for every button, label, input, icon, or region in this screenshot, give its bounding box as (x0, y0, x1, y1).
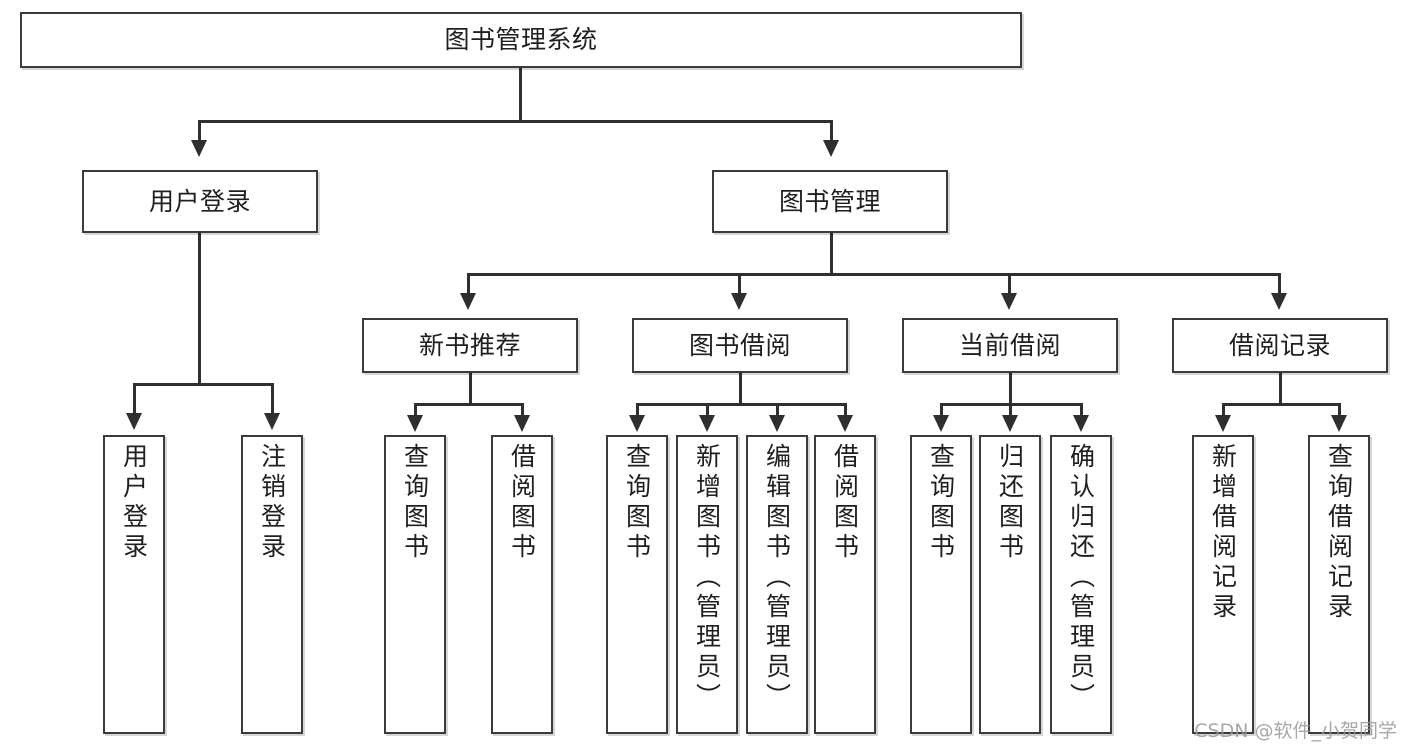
arrowhead-to-logout (264, 413, 280, 430)
connector-borrow-record-drop-1 (1222, 403, 1225, 417)
leaf-query-book-newbook[interactable]: 查询图书 (384, 435, 446, 734)
node-label: 图书管理系统 (444, 25, 598, 55)
connector-borrow-record-stem (1279, 373, 1282, 405)
arrowhead-to-edit-book (769, 415, 785, 432)
leaf-query-book-borrow[interactable]: 查询图书 (606, 435, 668, 734)
node-label: 新书推荐 (418, 330, 521, 360)
connector-borrow-record-bus (1222, 403, 1340, 406)
node-label: 注销登录 (257, 443, 287, 563)
connector-user-login-drop-1 (133, 383, 136, 415)
node-book-borrow[interactable]: 图书借阅 (632, 318, 848, 373)
node-book-management[interactable]: 图书管理 (712, 170, 948, 233)
node-label: 借阅记录 (1228, 330, 1331, 360)
connector-book-borrow-drop-2 (706, 403, 709, 417)
node-label: 借阅图书 (507, 443, 537, 563)
connector-user-login-drop-2 (271, 383, 274, 415)
connector-root-drop-1 (198, 120, 201, 142)
node-label: 查询图书 (926, 443, 956, 563)
connector-current-borrow-drop-3 (1080, 403, 1083, 417)
connector-book-borrow-stem (739, 373, 742, 405)
leaf-return-book[interactable]: 归还图书 (979, 435, 1041, 734)
arrowhead-to-user-login (191, 140, 207, 157)
connector-new-book-stem (469, 373, 472, 405)
connector-book-manage-stem (830, 233, 833, 275)
arrowhead-to-current-borrow (1001, 293, 1017, 310)
node-label: 用户登录 (119, 443, 149, 563)
node-root-system[interactable]: 图书管理系统 (20, 12, 1022, 68)
connector-new-book-drop-1 (414, 403, 417, 417)
arrowhead-to-query-record (1331, 415, 1347, 432)
node-label: 确认归还（管理员） (1066, 443, 1096, 713)
arrowhead-to-borrow-record (1271, 293, 1287, 310)
csdn-watermark: CSDN @软件_小贺同学 (1194, 720, 1397, 742)
connector-level3-drop-4 (1278, 273, 1281, 295)
arrowhead-to-return-book (1002, 415, 1018, 432)
leaf-query-borrow-record[interactable]: 查询借阅记录 (1308, 435, 1370, 734)
node-label: 图书管理 (778, 186, 881, 216)
connector-new-book-bus (414, 403, 524, 406)
arrowhead-to-add-record (1215, 415, 1231, 432)
node-label: 编辑图书（管理员） (762, 443, 792, 713)
connector-borrow-record-drop-2 (1338, 403, 1341, 417)
node-current-borrow[interactable]: 当前借阅 (902, 318, 1118, 373)
connector-book-borrow-drop-4 (844, 403, 847, 417)
arrowhead-to-new-book (460, 293, 476, 310)
node-label: 新增借阅记录 (1208, 443, 1238, 623)
arrowhead-to-add-book (699, 415, 715, 432)
node-label: 归还图书 (995, 443, 1025, 563)
leaf-borrow-book-newbook[interactable]: 借阅图书 (491, 435, 553, 734)
connector-new-book-drop-2 (521, 403, 524, 417)
leaf-add-book[interactable]: 新增图书（管理员） (676, 435, 738, 734)
connector-current-borrow-stem (1009, 373, 1012, 405)
leaf-edit-book[interactable]: 编辑图书（管理员） (746, 435, 808, 734)
node-user-login[interactable]: 用户登录 (82, 170, 318, 233)
leaf-borrow-book[interactable]: 借阅图书 (814, 435, 876, 734)
connector-level3-drop-2 (738, 273, 741, 295)
node-label: 查询图书 (622, 443, 652, 563)
node-label: 查询借阅记录 (1324, 443, 1354, 623)
node-borrow-record[interactable]: 借阅记录 (1172, 318, 1388, 373)
connector-book-borrow-drop-1 (636, 403, 639, 417)
connector-level3-drop-3 (1008, 273, 1011, 295)
connector-user-login-bus (133, 383, 273, 386)
leaf-query-book-current[interactable]: 查询图书 (910, 435, 972, 734)
node-label: 用户登录 (148, 186, 251, 216)
leaf-add-borrow-record[interactable]: 新增借阅记录 (1192, 435, 1254, 734)
leaf-confirm-return[interactable]: 确认归还（管理员） (1050, 435, 1112, 734)
arrowhead-to-borrow-book-a (514, 415, 530, 432)
connector-book-borrow-drop-3 (776, 403, 779, 417)
node-label: 新增图书（管理员） (692, 443, 722, 713)
connector-book-borrow-bus (636, 403, 846, 406)
arrowhead-to-query-book-b (629, 415, 645, 432)
connector-current-borrow-drop-2 (1009, 403, 1012, 417)
arrowhead-to-confirm-return (1073, 415, 1089, 432)
connector-current-borrow-drop-1 (940, 403, 943, 417)
node-new-book-recommend[interactable]: 新书推荐 (362, 318, 578, 373)
connector-level3-bus (467, 273, 1280, 276)
leaf-logout[interactable]: 注销登录 (241, 435, 303, 734)
connector-root-stem (519, 68, 522, 122)
connector-root-drop-2 (830, 120, 833, 142)
leaf-user-login[interactable]: 用户登录 (103, 435, 165, 734)
node-label: 当前借阅 (958, 330, 1061, 360)
connector-level3-drop-1 (467, 273, 470, 295)
arrowhead-to-borrow-book-b (837, 415, 853, 432)
arrowhead-to-login (126, 413, 142, 430)
node-label: 借阅图书 (830, 443, 860, 563)
arrowhead-to-query-book-c (933, 415, 949, 432)
connector-root-bus (198, 120, 832, 123)
node-label: 图书借阅 (688, 330, 791, 360)
arrowhead-to-book-manage (823, 140, 839, 157)
node-label: 查询图书 (400, 443, 430, 563)
arrowhead-to-query-book-a (407, 415, 423, 432)
arrowhead-to-book-borrow (731, 293, 747, 310)
connector-user-login-stem (198, 233, 201, 385)
